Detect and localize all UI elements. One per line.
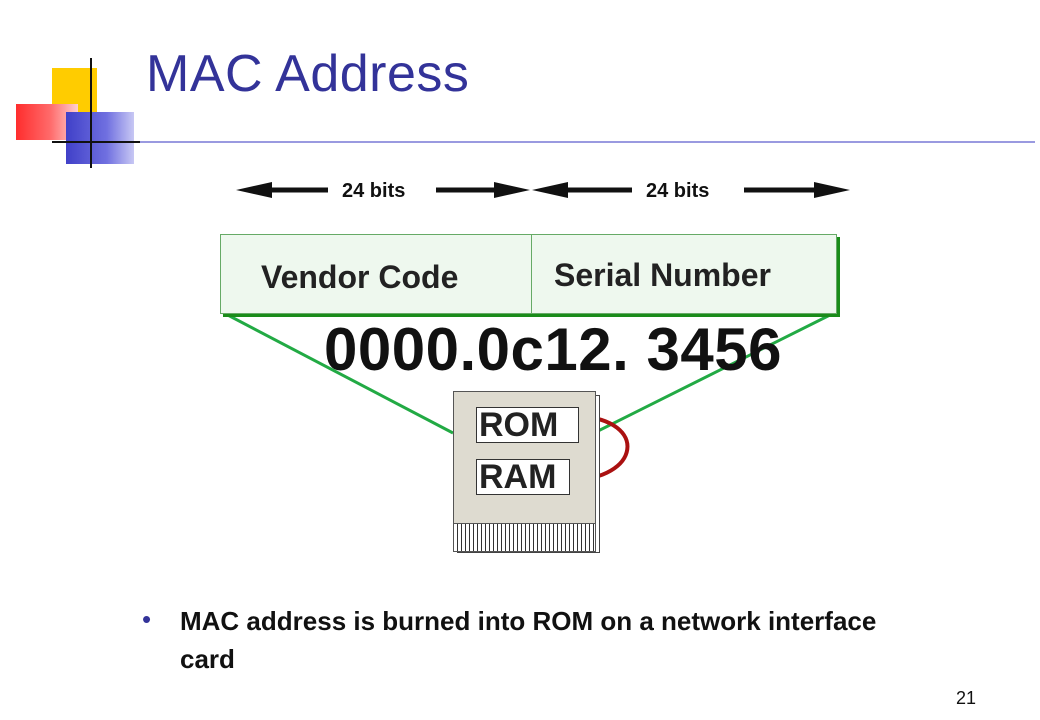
right-bits-arrow xyxy=(532,182,850,198)
logo-vertical-line xyxy=(90,58,92,168)
slide-title: MAC Address xyxy=(146,45,470,103)
title-underline xyxy=(140,141,1035,143)
ram-chip: RAM xyxy=(476,459,570,495)
left-bits-arrow xyxy=(236,182,530,198)
left-connector-line xyxy=(221,310,454,435)
bullet-text: MAC address is burned into ROM on a netw… xyxy=(180,606,877,674)
logo-horizontal-line xyxy=(52,141,150,143)
serial-number-box: Serial Number xyxy=(531,234,837,314)
rom-chip: ROM xyxy=(476,407,579,443)
page-number: 21 xyxy=(956,688,977,708)
vendor-bits-label: 24 bits xyxy=(342,180,406,202)
nic-card-pins xyxy=(453,523,596,552)
right-connector-line xyxy=(593,310,837,435)
vendor-code-box: Vendor Code xyxy=(220,234,532,314)
serial-number-label: Serial Number xyxy=(554,257,771,293)
logo-blue-square xyxy=(66,112,134,164)
mac-address-value: 0000.0c12. 3456 xyxy=(324,316,782,383)
vendor-code-label: Vendor Code xyxy=(261,259,459,295)
rom-label: ROM xyxy=(479,406,559,444)
serial-bits-label: 24 bits xyxy=(646,180,710,202)
nic-card: ROM RAM xyxy=(453,391,596,525)
bullet-marker: • xyxy=(142,604,152,634)
ram-label: RAM xyxy=(479,458,557,496)
